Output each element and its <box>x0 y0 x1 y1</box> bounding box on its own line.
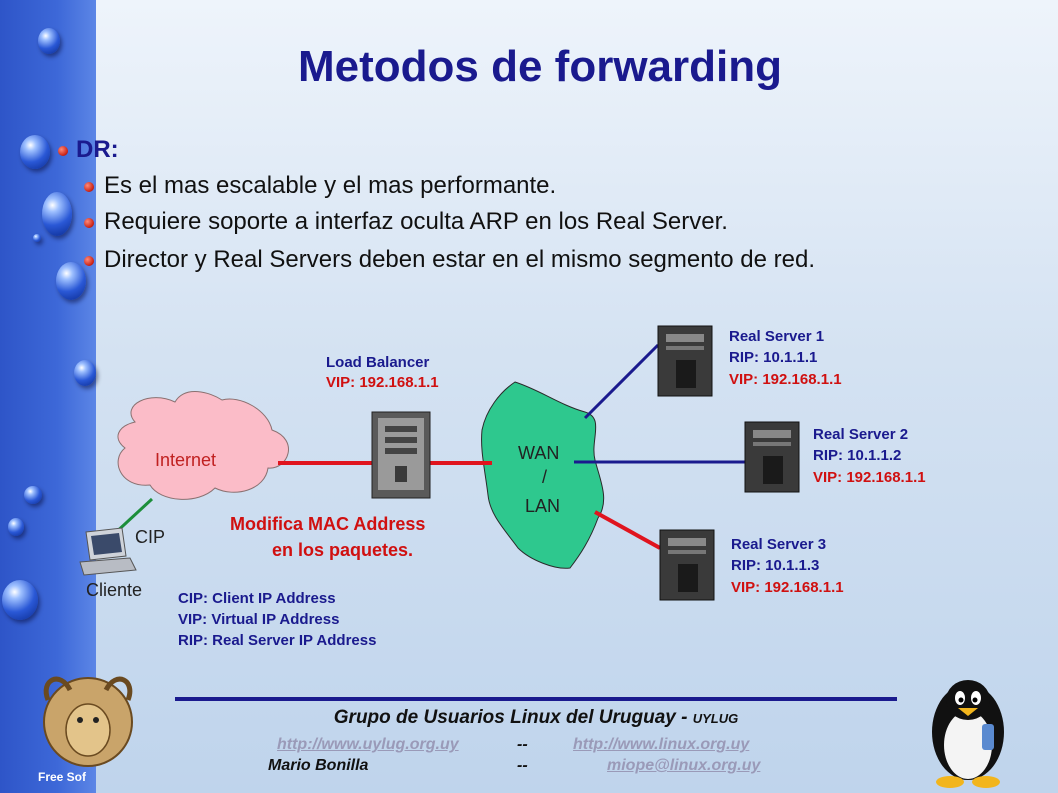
action-note-line2: en los paquetes. <box>272 540 414 560</box>
footer-separator: -- <box>517 757 528 774</box>
bubble-decoration <box>56 262 86 300</box>
page-title: Metodos de forwarding <box>298 42 782 91</box>
bullet-marker <box>58 146 68 156</box>
internet-cloud <box>117 391 289 500</box>
action-note-line1: Modifica MAC Address <box>230 514 426 534</box>
cip-label: CIP <box>135 527 166 547</box>
footer-link-linux[interactable]: http://www.linux.org.uy <box>573 736 750 753</box>
footer-group-name: Grupo de Usuarios Linux del Uruguay - <box>333 707 693 728</box>
server-2-name: Real Server 2 <box>813 426 909 443</box>
bubble-decoration <box>8 518 24 536</box>
internet-label: Internet <box>155 450 217 470</box>
lan-label: LAN <box>525 496 561 516</box>
footer-divider <box>175 697 897 701</box>
server-1-name: Real Server 1 <box>729 328 825 345</box>
footer-link-uylug[interactable]: http://www.uylug.org.uy <box>277 736 459 753</box>
real-server-1-icon <box>657 325 713 397</box>
link-wan-rs1 <box>583 343 660 420</box>
bullet-item: Director y Real Servers deben estar en e… <box>104 246 815 273</box>
link-wan-rs3 <box>594 510 661 550</box>
logo-caption: Free Sof <box>38 770 87 784</box>
wan-slash-label: / <box>542 467 548 487</box>
real-server-3-icon <box>659 529 715 601</box>
server-1-vip: VIP: 192.168.1.1 <box>729 371 842 388</box>
bullet-heading: DR: <box>76 136 119 163</box>
legend-cip: CIP: Client IP Address <box>178 590 336 607</box>
load-balancer-name: Load Balancer <box>326 354 430 371</box>
bubble-decoration <box>33 234 41 242</box>
server-3-rip: RIP: 10.1.1.3 <box>731 557 820 574</box>
client-label: Cliente <box>86 580 143 600</box>
server-3-vip: VIP: 192.168.1.1 <box>731 579 844 596</box>
footer-separator: -- <box>517 736 528 753</box>
real-server-2-icon <box>744 421 800 493</box>
bubble-decoration <box>74 360 96 386</box>
bubble-decoration <box>42 192 72 236</box>
load-balancer-vip: VIP: 192.168.1.1 <box>326 374 439 391</box>
bubble-decoration <box>38 28 60 54</box>
server-2-vip: VIP: 192.168.1.1 <box>813 469 926 486</box>
server-1-rip: RIP: 10.1.1.1 <box>729 349 818 366</box>
legend-rip: RIP: Real Server IP Address <box>178 632 377 649</box>
bubble-decoration <box>20 135 50 169</box>
server-2-rip: RIP: 10.1.1.2 <box>813 447 902 464</box>
bullet-item: Requiere soporte a interfaz oculta ARP e… <box>104 208 728 235</box>
sidebar-decoration <box>0 0 96 793</box>
bullet-marker <box>84 256 94 266</box>
gnu-logo <box>43 676 133 767</box>
footer-email-link[interactable]: miope@linux.org.uy <box>607 757 761 774</box>
tux-logo <box>932 680 1004 788</box>
server-3-name: Real Server 3 <box>731 536 827 553</box>
footer-group-short: UYLUG <box>692 711 739 726</box>
bubble-decoration <box>24 486 42 504</box>
bullet-marker <box>84 182 94 192</box>
bubble-decoration <box>2 580 38 620</box>
wan-label: WAN <box>518 443 560 463</box>
laptop-icon <box>79 527 137 576</box>
wan-lan-cloud <box>481 381 605 569</box>
load-balancer-icon <box>371 411 431 499</box>
footer-group-title: Grupo de Usuarios Linux del Uruguay - UY… <box>175 707 897 729</box>
bullet-marker <box>84 218 94 228</box>
legend-vip: VIP: Virtual IP Address <box>178 611 340 628</box>
bullet-item: Es el mas escalable y el mas performante… <box>104 172 557 199</box>
footer-author: Mario Bonilla <box>268 757 369 774</box>
